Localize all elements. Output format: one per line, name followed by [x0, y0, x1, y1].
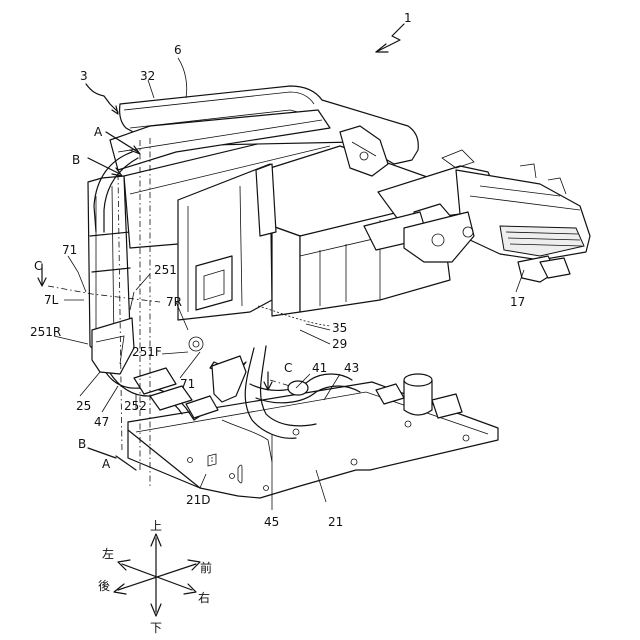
label-part-41: 41: [312, 361, 327, 375]
label-part-7R: 7R: [166, 295, 182, 309]
label-part-251: 251: [154, 263, 177, 277]
label-part-17: 17: [510, 295, 525, 309]
label-part-251R: 251R: [30, 325, 61, 339]
compass-right-label: 右: [198, 590, 210, 605]
label-assembly: 1: [404, 11, 412, 25]
label-part-35: 35: [332, 321, 347, 335]
compass-left-label: 左: [102, 546, 114, 561]
label-section-c-mid: C: [284, 361, 292, 375]
label-section-b-bottom: B: [78, 437, 86, 451]
direction-compass: [114, 534, 200, 616]
label-section-a-top: A: [94, 125, 103, 139]
label-part-71-lower: 71: [180, 377, 195, 391]
label-part-29: 29: [332, 337, 347, 351]
chassis-frame: [88, 128, 450, 374]
label-board: 21: [328, 515, 343, 529]
label-section-b-top: B: [72, 153, 80, 167]
compass-down-label: 下: [150, 621, 162, 635]
label-part-71-upper: 71: [62, 243, 77, 257]
compass-front-label: 前: [200, 560, 212, 575]
label-cover-part: 32: [140, 69, 155, 83]
label-part-21D: 21D: [186, 493, 211, 507]
label-unit: 3: [80, 69, 88, 83]
label-section-a-bottom: A: [102, 457, 111, 471]
label-part-7L: 7L: [44, 293, 59, 307]
label-part-25: 25: [76, 399, 91, 413]
label-part-45: 45: [264, 515, 279, 529]
compass-rear-label: 後: [98, 579, 110, 593]
label-part-251F: 251F: [132, 345, 162, 359]
compass-up-label: 上: [150, 519, 162, 533]
label-part-47: 47: [94, 415, 109, 429]
label-top-cover: 6: [174, 43, 182, 57]
label-part-252: 252: [124, 399, 147, 413]
label-section-c-left: C: [34, 259, 42, 273]
label-part-43: 43: [344, 361, 359, 375]
